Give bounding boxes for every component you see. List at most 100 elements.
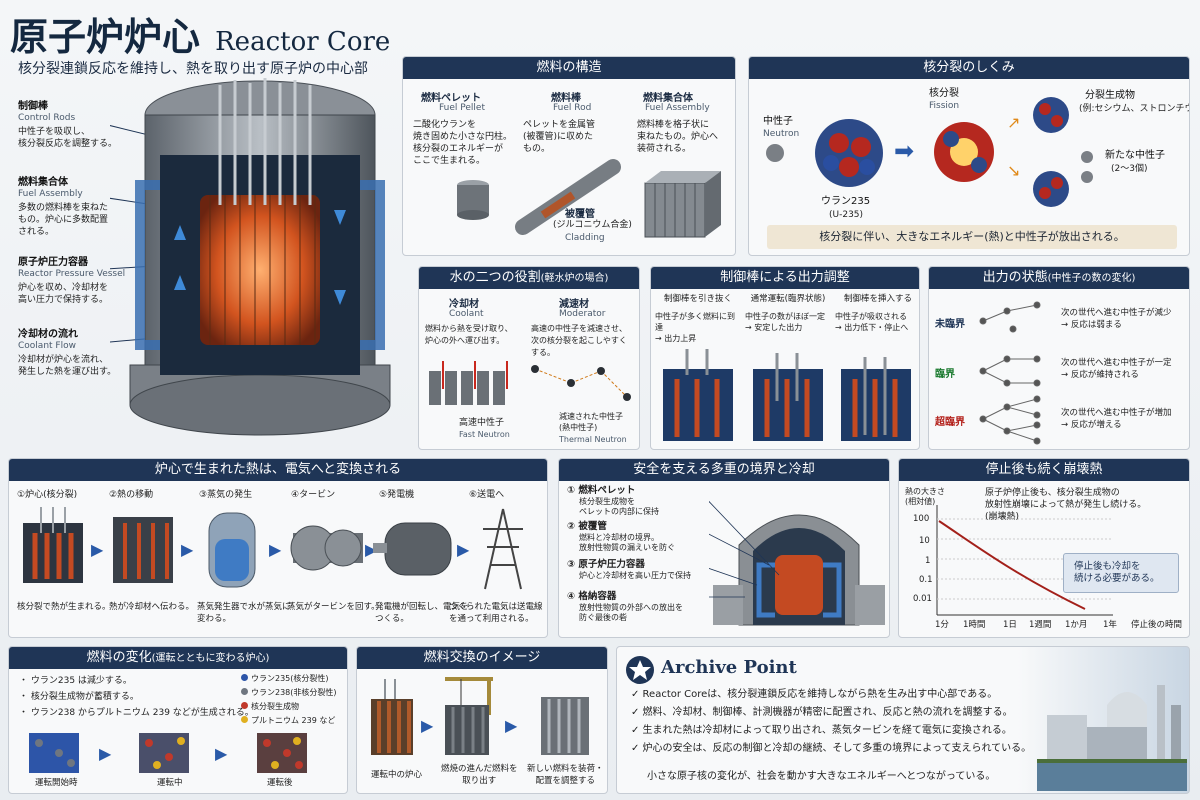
control-col: 通常運転(臨界状態) 中性子の数がほぼ一定 → 安定した出力	[745, 293, 831, 333]
step-head: ②熱の移動	[109, 490, 154, 500]
step-desc: 核分裂で熱が生まれる。	[17, 602, 111, 612]
label-en: Control Rods	[18, 113, 76, 123]
refuel-caption: 運転中の炉心	[371, 770, 423, 780]
fission-note-text: 核分裂に伴い、大きなエネルギー(熱)と中性子が放出される。	[819, 230, 1125, 243]
panel-title: 制御棒による出力調整	[651, 267, 919, 289]
fuel-legend: ウラン235(核分裂性) ウラン238(非核分裂性) 核分裂生成物 プルトニウム…	[241, 673, 337, 727]
products-label: 分裂生成物	[1085, 90, 1135, 101]
panel-heat-to-electricity: 炉心で生まれた熱は、電気へと変換される ①炉心(核分裂) ②熱の移動 ③蒸気の発…	[8, 458, 548, 638]
stage-end-cube	[257, 733, 307, 773]
svg-text:▶: ▶	[269, 540, 282, 559]
products-sub: (例:セシウム、ストロンチウム)	[1079, 104, 1189, 114]
barrier-item: ④ 格納容器 放射性物質の外部への放出を 防ぐ最後の砦	[567, 591, 683, 623]
archive-closing: 小さな原子核の変化が、社会を動かす大きなエネルギーへとつながっている。	[647, 771, 996, 782]
fuel-stage-cubes: ▶ ▶	[29, 733, 307, 773]
moderator-desc: 高速の中性子を減速させ、 次の核分裂を起こしやすく する。	[531, 324, 627, 357]
label-desc: 中性子を吸収し、 核分裂反応を調整する。	[18, 127, 118, 149]
bullet: ・ ウラン235 は減少する。	[19, 676, 132, 686]
coolant-label: 冷却材	[449, 299, 479, 310]
assembly-label: 燃料集合体	[643, 93, 693, 104]
step-head: ①炉心(核分裂)	[17, 490, 78, 500]
arrow-right-icon: ➡	[894, 137, 915, 165]
control-col-desc: 中性子が吸収される → 出力低下・停止へ	[835, 312, 909, 332]
archive-point: ✓ 燃料、冷却材、制御棒、計測機器が精密に配置され、反応と熱の流れを調整する。	[631, 707, 1013, 718]
rod-desc: ペレットを金属管 (被覆管)に収めた もの。	[523, 120, 596, 154]
fast-neutron-label: 高速中性子	[459, 418, 505, 428]
step-head: ⑤発電機	[379, 490, 415, 500]
stage-mid-cube	[139, 733, 189, 773]
fission-product-icon	[1033, 171, 1069, 207]
legend-dot-icon	[241, 674, 248, 681]
xtick: 1年	[1103, 620, 1117, 630]
coolant-en: Coolant	[449, 309, 484, 319]
coolant-arrows	[174, 210, 346, 305]
supercritical-label: 超臨界	[935, 417, 965, 428]
label-desc: 炉心を収め、冷却材を 高い圧力で保持する。	[18, 283, 109, 305]
stage-start-cube	[29, 733, 79, 773]
fission-label: 核分裂	[929, 88, 959, 99]
generator-icon	[373, 522, 452, 576]
panel-title: 燃料の構造	[403, 57, 735, 79]
pellet-desc: 二酸化ウランを 焼き固めた小さな円柱。 核分裂のエネルギーが ここで生まれる。	[413, 120, 513, 166]
svg-text:▶: ▶	[457, 540, 470, 559]
legend-label: 核分裂生成物	[251, 702, 299, 711]
new-neutron-icon	[1081, 151, 1093, 183]
steam-generator-icon	[208, 512, 256, 588]
panel-archive-point: Archive Point ✓ Reactor Coreは、核分裂連鎖反応を維持…	[616, 646, 1190, 794]
label-jp: 燃料集合体	[18, 177, 68, 188]
xtick: 1分	[935, 620, 949, 630]
control-col-head: 制御棒を挿入する	[843, 294, 912, 304]
panel-title: 出力の状態(中性子の数の変化)	[929, 267, 1189, 289]
stage-label: 運転中	[157, 778, 183, 788]
step-desc: 発電機が回転し、電気を つくる。	[375, 602, 469, 624]
label-jp: 冷却材の流れ	[18, 329, 78, 340]
u235-sub: (U-235)	[829, 210, 864, 220]
page-title: 原子炉炉心 Reactor Core	[10, 6, 390, 59]
assembly-icon	[644, 171, 721, 238]
supercritical-desc: 次の世代へ進む中性子が増加 → 反応が増える	[1061, 408, 1172, 430]
transmission-tower-icon	[483, 508, 523, 590]
control-col: 制御棒を引き抜く 中性子が多く燃料に到達 → 出力上昇	[655, 293, 741, 344]
panel-title-text: 燃料の変化	[86, 650, 152, 665]
control-col-desc: 中性子の数がほぼ一定 → 安定した出力	[745, 312, 825, 332]
label-jp: 原子炉圧力容器	[18, 257, 88, 268]
barrier-head: ② 被覆管	[567, 521, 607, 532]
panel-title-sub: (軽水炉の場合)	[540, 273, 609, 284]
xtick: 1か月	[1065, 620, 1088, 630]
neutron-icon	[766, 144, 784, 162]
rod-inserted-diagram	[841, 357, 911, 441]
new-neutrons-sub: (2〜3個)	[1111, 164, 1148, 174]
barrier-item: ② 被覆管 燃料と冷却材の境界。 放射性物質の漏えいを防ぐ	[567, 521, 675, 553]
svg-text:▶: ▶	[99, 744, 112, 763]
step-head: ③蒸気の発生	[199, 490, 253, 500]
control-col-desc: 中性子が多く燃料に到達 → 出力上昇	[655, 312, 735, 343]
critical-desc: 次の世代へ進む中性子が一定 → 反応が維持される	[1061, 358, 1172, 380]
title-jp: 原子炉炉心	[10, 14, 201, 59]
step-desc: 熱が冷却材へ伝わる。	[109, 602, 195, 612]
legend-dot-icon	[241, 716, 248, 723]
barrier-desc: 燃料と冷却材の境界。 放射性物質の漏えいを防ぐ	[579, 533, 675, 552]
panel-title-text: 水の二つの役割	[449, 270, 541, 285]
label-en: Coolant Flow	[18, 341, 76, 351]
legend-dot-icon	[241, 688, 248, 695]
coolant-desc: 燃料から熱を受け取り、 炉心の外へ運び出す。	[425, 324, 513, 345]
power-plant-photo	[1037, 685, 1187, 791]
refuel-caption: 燃焼の進んだ燃料を 取り出す	[441, 764, 518, 786]
arrow-down-right-icon: ↘	[1007, 161, 1021, 180]
svg-text:▶: ▶	[421, 716, 434, 735]
decay-callout: 停止後も冷却を 続ける必要がある。	[1063, 553, 1179, 593]
ytick: 10	[919, 536, 930, 546]
step-desc: 蒸気発生器で水が蒸気に 変わる。	[197, 602, 291, 624]
heat-transfer-icon	[113, 517, 173, 583]
decay-ylabel: 熱の大きさ (相対値)	[905, 487, 945, 506]
panel-control-rods: 制御棒による出力調整 制御棒を引き抜く 中性子が多く燃料に到達 → 出力上昇 通…	[650, 266, 920, 450]
panel-water-roles: 水の二つの役割(軽水炉の場合) 冷却材 Coolant 燃料から熱を受け取り、 …	[418, 266, 640, 450]
fuel-rod-icon	[515, 159, 621, 235]
legend-label: ウラン238(非核分裂性)	[251, 688, 337, 697]
u235-label: ウラン235	[821, 196, 871, 207]
label-desc: 冷却材が炉心を流れ、 発生した熱を運び出す。	[18, 355, 117, 377]
fission-note: 核分裂に伴い、大きなエネルギー(熱)と中性子が放出される。	[767, 225, 1177, 249]
rod-withdrawn-diagram	[663, 349, 733, 441]
refuel-illustration: ▶ ▶	[371, 677, 589, 755]
rod-normal-diagram	[753, 353, 823, 441]
